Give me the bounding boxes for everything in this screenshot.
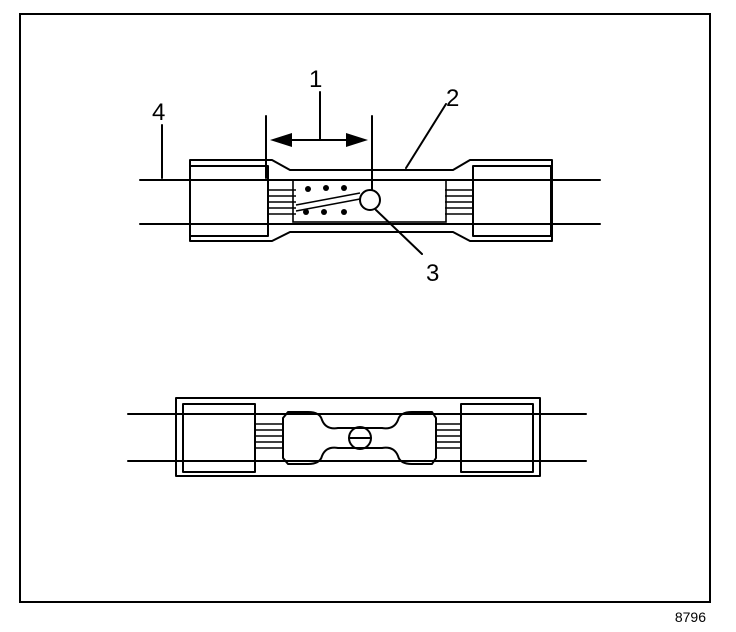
- conductor-strands: [295, 185, 361, 215]
- wire-stop-crimped: [348, 426, 372, 450]
- left-end-insulation: [189, 165, 269, 237]
- strip-length-dimension: [265, 91, 373, 191]
- outer-sleeve: [189, 159, 553, 242]
- right-end-insulation-crimped: [460, 403, 534, 473]
- outer-sleeve-crimped: [175, 397, 541, 477]
- top-splice-view: [139, 91, 601, 255]
- callout-4-label: 4: [152, 99, 165, 126]
- figure-code: 8796: [674, 609, 706, 625]
- callout-2-leader: [405, 103, 447, 169]
- callout-1-label: 1: [309, 66, 322, 93]
- right-strands: [445, 189, 473, 215]
- right-strands-crimped: [435, 423, 461, 449]
- left-strands: [268, 189, 296, 215]
- left-end-insulation-crimped: [182, 403, 256, 473]
- callout-3-leader: [375, 209, 423, 255]
- wire-stop: [359, 189, 381, 211]
- left-strands-crimped: [255, 423, 284, 449]
- crimped-barrel: [282, 411, 437, 465]
- right-end-insulation: [472, 165, 552, 237]
- bottom-splice-view: [127, 397, 587, 477]
- figure-frame: [19, 13, 711, 603]
- callout-2-label: 2: [446, 85, 459, 112]
- callout-3-label: 3: [426, 260, 439, 287]
- metal-barrel: [292, 179, 447, 223]
